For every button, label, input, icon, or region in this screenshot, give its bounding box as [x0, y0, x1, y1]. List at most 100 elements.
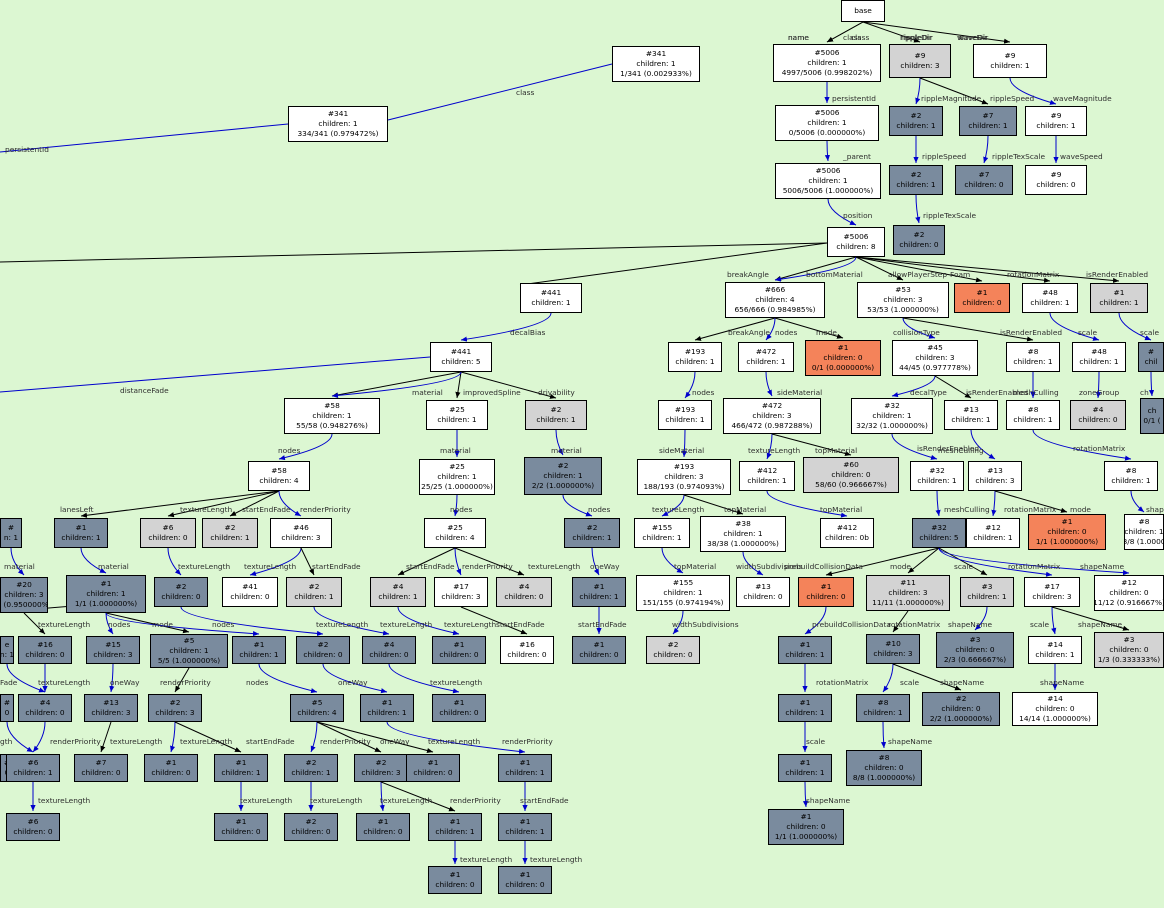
- graph-node[interactable]: #0: [0, 694, 14, 722]
- graph-node[interactable]: #n: 1: [0, 518, 22, 548]
- graph-node[interactable]: #chil: [1138, 342, 1164, 372]
